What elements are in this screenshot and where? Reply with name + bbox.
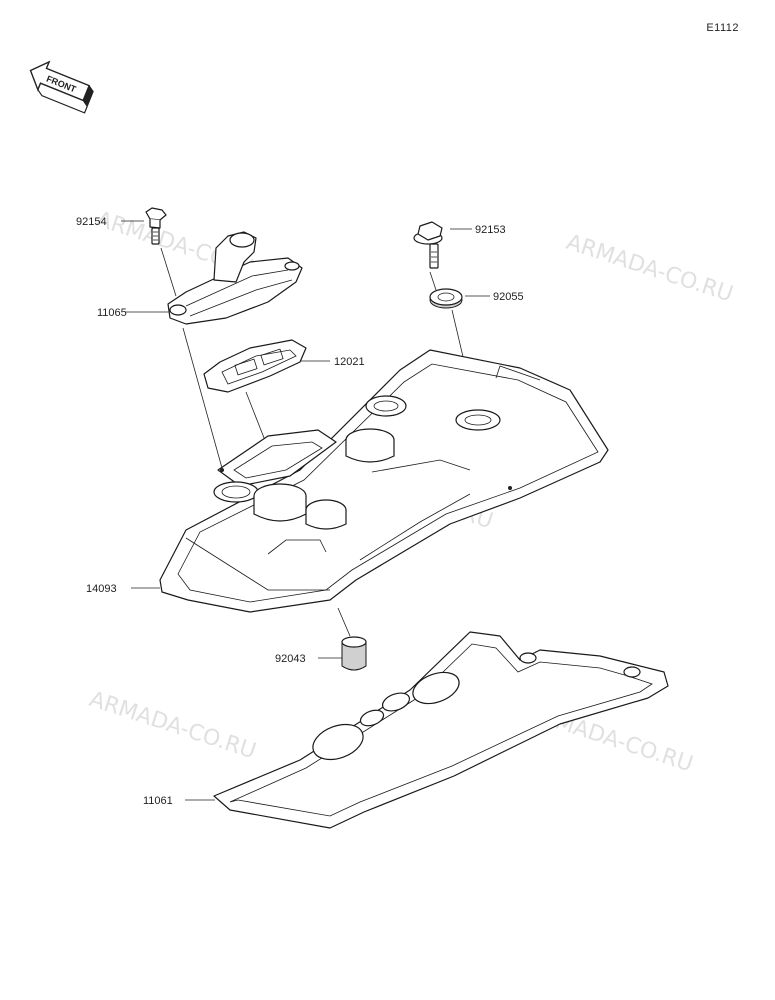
breather-cover-11065	[167, 231, 303, 325]
seal-92055	[429, 288, 463, 309]
part-label-12021: 12021	[334, 356, 365, 368]
dowel-92043	[341, 636, 367, 671]
part-labels: 92154 11065 12021 14093 92043 11061 9215…	[76, 216, 524, 807]
front-arrow-icon: FRONT	[29, 60, 94, 114]
bolt-92153	[413, 221, 443, 269]
breather-plate-12021	[203, 339, 307, 393]
watermark-2: ARMADA-CO.RU	[563, 230, 736, 307]
diagram-code: E1112	[706, 22, 739, 34]
part-label-92043: 92043	[275, 653, 306, 665]
head-cover-14093	[159, 349, 609, 613]
part-label-92153: 92153	[475, 224, 506, 236]
gasket-11061	[213, 631, 669, 829]
watermark-4: ARMADA-CO.RU	[86, 687, 259, 764]
part-label-11065: 11065	[97, 307, 127, 319]
part-label-92055: 92055	[493, 291, 524, 303]
part-label-14093: 14093	[86, 583, 117, 595]
part-label-11061: 11061	[143, 795, 173, 807]
part-label-92154: 92154	[76, 216, 107, 228]
bolt-92154	[145, 207, 167, 245]
